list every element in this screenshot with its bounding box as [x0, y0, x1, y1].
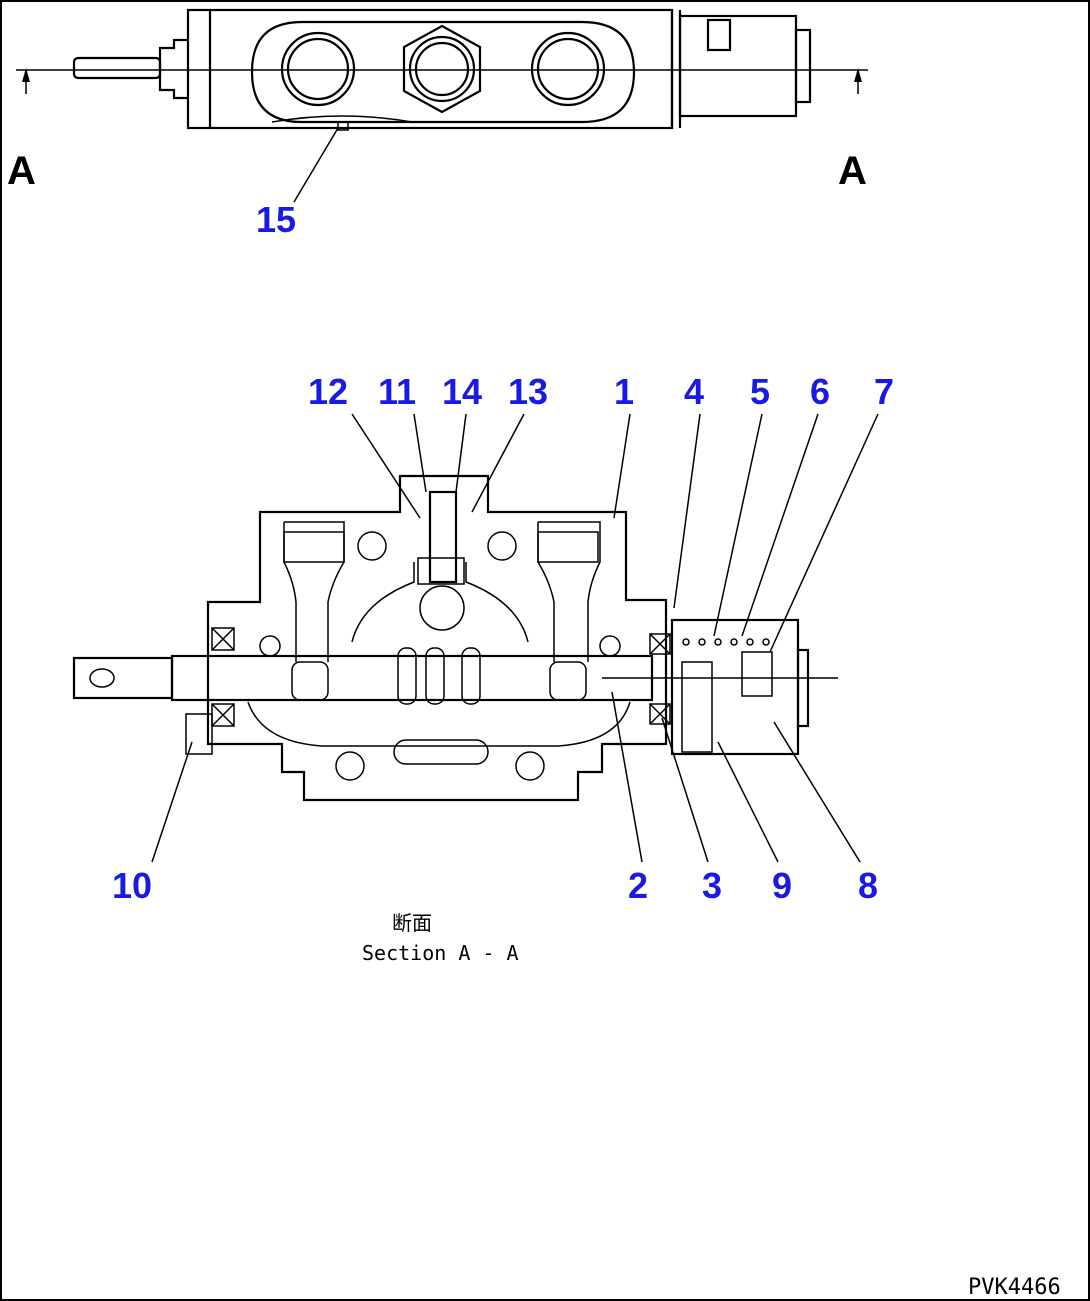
port-center-outer — [408, 35, 476, 103]
leader-3 — [661, 717, 709, 863]
top-view: A A 15 — [7, 8, 868, 240]
hole-3 — [259, 635, 281, 657]
leader-11 — [413, 413, 427, 493]
port-right-inner — [536, 37, 600, 101]
port-left-outer — [280, 31, 356, 107]
callout-3: 3 — [702, 865, 722, 906]
callout-4: 4 — [684, 371, 704, 412]
plug-11 — [428, 490, 458, 584]
cap-lug — [706, 18, 732, 52]
port-left-inner — [286, 37, 350, 101]
retainer-9 — [681, 661, 713, 753]
seal-left-upper — [211, 627, 235, 651]
callout-13: 13 — [508, 371, 548, 412]
leader-14 — [455, 413, 467, 493]
seal-right-lower — [649, 703, 671, 725]
leader-5 — [713, 413, 763, 637]
hole-2 — [487, 531, 517, 561]
port-center-inner — [414, 41, 470, 97]
section-view: 12 11 14 13 1 4 5 6 7 10 2 3 9 8 — [72, 371, 894, 906]
valve-housing — [206, 474, 668, 802]
spool-eye — [72, 656, 174, 700]
passage-right — [538, 521, 601, 662]
callout-9: 9 — [772, 865, 792, 906]
leader-6 — [741, 413, 819, 637]
passage-left — [284, 521, 345, 662]
callout-10: 10 — [112, 865, 152, 906]
cap-end-section — [796, 648, 810, 728]
port-block-right — [537, 531, 599, 563]
spool-land-1 — [291, 661, 329, 701]
spool-stub — [72, 56, 162, 80]
hole-5 — [335, 751, 365, 781]
left-step — [158, 38, 188, 100]
spool-land-2 — [549, 661, 587, 701]
seal-13 — [417, 557, 465, 585]
leader-1 — [613, 413, 631, 519]
leader-7 — [769, 413, 879, 653]
callout-11: 11 — [378, 371, 416, 412]
hole-1 — [357, 531, 387, 561]
callout-6: 6 — [810, 371, 830, 412]
port-plate — [250, 20, 636, 124]
spring-6 — [682, 638, 770, 646]
top-view-body — [186, 8, 674, 130]
leader-12 — [351, 413, 421, 519]
plug-15 — [337, 121, 349, 131]
slot — [393, 739, 489, 765]
port-block-left — [283, 531, 345, 563]
leader-9 — [717, 741, 779, 863]
callout-8: 8 — [858, 865, 878, 906]
port-center-nut — [402, 24, 482, 114]
hole-4 — [599, 635, 621, 657]
caption-en: Section A - A — [362, 941, 519, 965]
spool-land-4 — [425, 647, 445, 705]
callout-7: 7 — [874, 371, 894, 412]
section-mark-right: A — [838, 149, 867, 193]
drawing-code: PVK4466 — [968, 1275, 1061, 1300]
callout-14: 14 — [442, 371, 482, 412]
callout-2: 2 — [628, 865, 648, 906]
spool-land-5 — [461, 647, 481, 705]
callout-5: 5 — [750, 371, 770, 412]
cap-end — [794, 28, 812, 104]
callout-15: 15 — [256, 199, 296, 240]
callout-1: 1 — [614, 371, 634, 412]
spool-land-3 — [397, 647, 417, 705]
seal-right-upper — [649, 633, 671, 655]
leader-15 — [293, 127, 339, 203]
stopper-7 — [741, 651, 773, 697]
section-mark-left: A — [7, 149, 36, 193]
dome-right — [465, 562, 529, 643]
spring-cap — [670, 618, 800, 756]
bottom-groove — [271, 115, 413, 123]
caption-jp: 断面 — [392, 911, 432, 935]
leader-8 — [773, 721, 861, 863]
leader-13 — [471, 413, 525, 513]
spool-eye-hole — [89, 668, 115, 688]
right-cap — [678, 14, 798, 118]
dome-left — [351, 562, 415, 643]
retainer-10 — [185, 713, 213, 755]
port-right-outer — [530, 31, 606, 107]
callout-12: 12 — [308, 371, 348, 412]
hole-6 — [515, 751, 545, 781]
leader-10 — [151, 741, 193, 863]
leader-4 — [673, 413, 701, 609]
check-ball — [419, 585, 465, 631]
leader-2 — [611, 691, 643, 863]
